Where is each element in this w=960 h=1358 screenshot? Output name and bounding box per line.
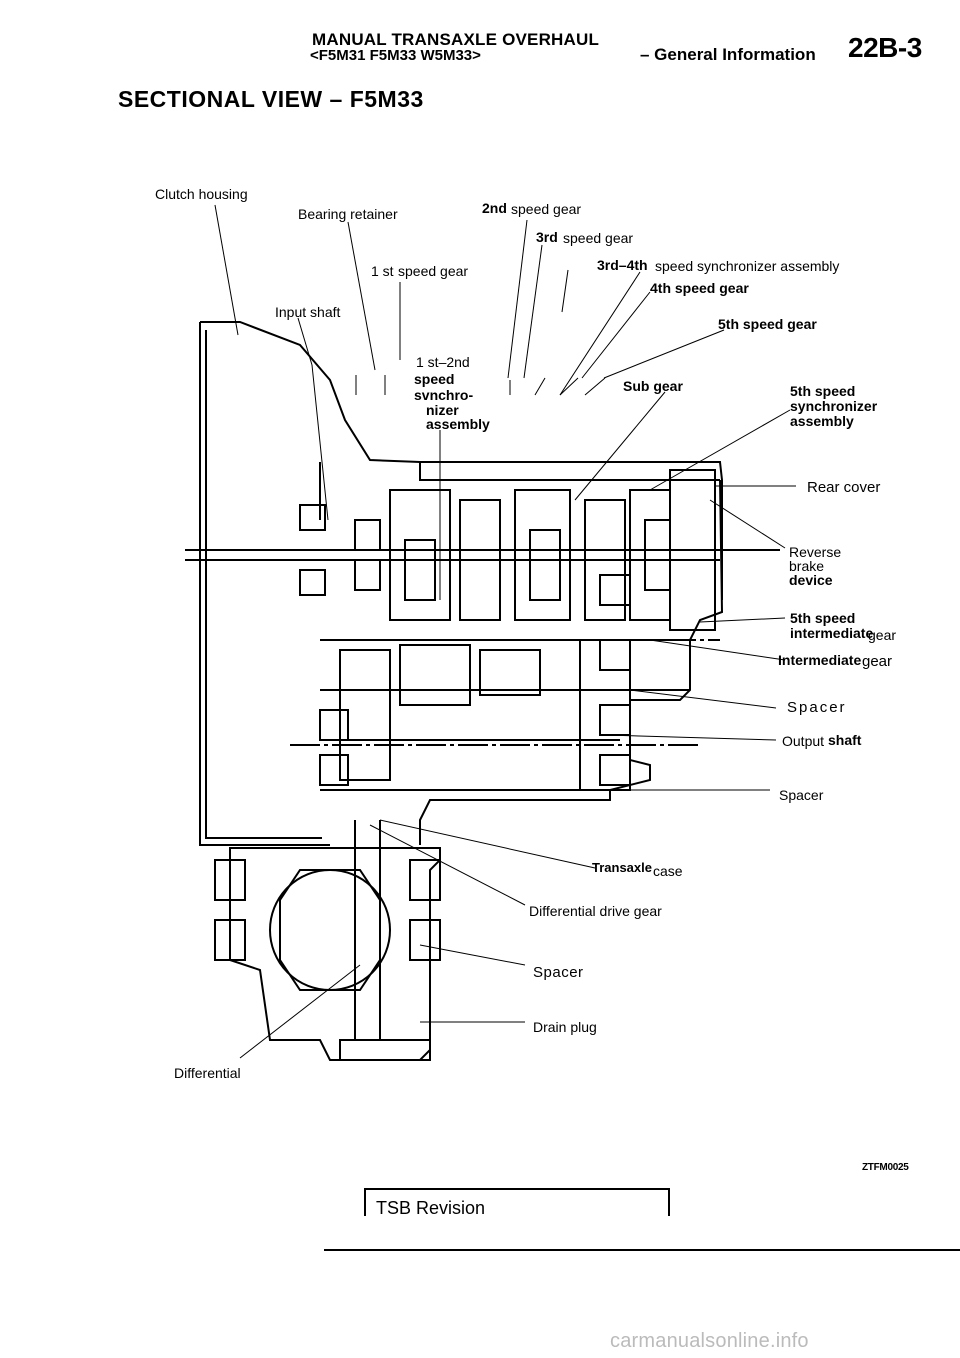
figure-code: ZTFM0025 xyxy=(862,1162,909,1173)
label-input-shaft: Input shaft xyxy=(275,304,341,320)
label-spacer-mid: Spacer xyxy=(779,787,824,803)
label-sync5-line1: 5th speed xyxy=(790,383,856,399)
page-code: 22B-3 xyxy=(848,32,922,63)
label-reverse-line2: brake xyxy=(789,558,825,574)
label-output-a: Output xyxy=(782,733,825,749)
label-intermediate-a: Intermediate xyxy=(778,652,862,668)
label-intermediate-b: gear xyxy=(862,653,893,670)
label-sync12-line3: svnchro- xyxy=(414,387,474,403)
footer-rule xyxy=(324,1249,960,1251)
tsb-revision-label: TSB Revision xyxy=(376,1198,486,1218)
label-4th-speed-gear: 4th speed gear xyxy=(650,280,749,296)
watermark: carmanualsonline.info xyxy=(610,1330,809,1352)
label-sync12-line1: 1 st–2nd xyxy=(416,354,470,370)
label-sync5-line3: assembly xyxy=(790,413,854,429)
model-list: <F5M31 F5M33 W5M33> xyxy=(310,47,481,64)
label-clutch-housing: Clutch housing xyxy=(155,186,248,202)
label-3rd-4th-a: 3rd–4th xyxy=(597,257,648,273)
label-1st-speed-gear-a: 1 st xyxy=(371,263,394,279)
label-2nd-speed-gear-a: 2nd xyxy=(482,200,507,216)
label-output-b: shaft xyxy=(828,732,862,748)
label-spacer-upper: Spacer xyxy=(787,699,847,716)
label-sync5-line2: synchronizer xyxy=(790,398,878,414)
label-transaxle-b: case xyxy=(653,863,683,879)
label-2nd-speed-gear-b: speed gear xyxy=(511,201,582,217)
label-reverse-line3: device xyxy=(789,572,833,588)
label-3rd-speed-gear-b: speed gear xyxy=(563,230,634,246)
label-1st-speed-gear-b: speed gear xyxy=(398,263,469,279)
label-sync12-line2: speed xyxy=(414,371,455,387)
page-title: MANUAL TRANSAXLE OVERHAUL xyxy=(312,30,600,49)
label-5th-speed-gear: 5th speed gear xyxy=(718,316,817,332)
label-3rd-speed-gear-a: 3rd xyxy=(536,229,558,245)
label-5th-intermediate-line2a: intermediate xyxy=(790,625,874,641)
label-bearing-retainer: Bearing retainer xyxy=(298,206,398,222)
label-sync12-line4: nizer xyxy=(426,402,459,418)
label-reverse-line1: Reverse xyxy=(789,544,842,560)
label-3rd-4th-b: speed synchronizer assembly xyxy=(655,258,840,274)
section-name: – General Information xyxy=(640,45,816,64)
label-5th-intermediate-line1: 5th speed xyxy=(790,610,856,626)
label-differential-drive-gear: Differential drive gear xyxy=(529,903,662,919)
label-5th-intermediate-line2b: gear xyxy=(868,627,897,643)
tsb-revision-box: TSB Revision xyxy=(364,1188,670,1218)
label-differential: Differential xyxy=(174,1065,241,1081)
label-transaxle-a: Transaxle xyxy=(592,860,652,875)
label-sub-gear: Sub gear xyxy=(623,378,683,394)
label-spacer-lower: Spacer xyxy=(533,964,584,981)
section-heading: SECTIONAL VIEW – F5M33 xyxy=(118,86,424,112)
label-drain-plug: Drain plug xyxy=(533,1019,597,1035)
label-rear-cover: Rear cover xyxy=(807,479,881,496)
label-sync12-line5: assembly xyxy=(426,416,490,432)
